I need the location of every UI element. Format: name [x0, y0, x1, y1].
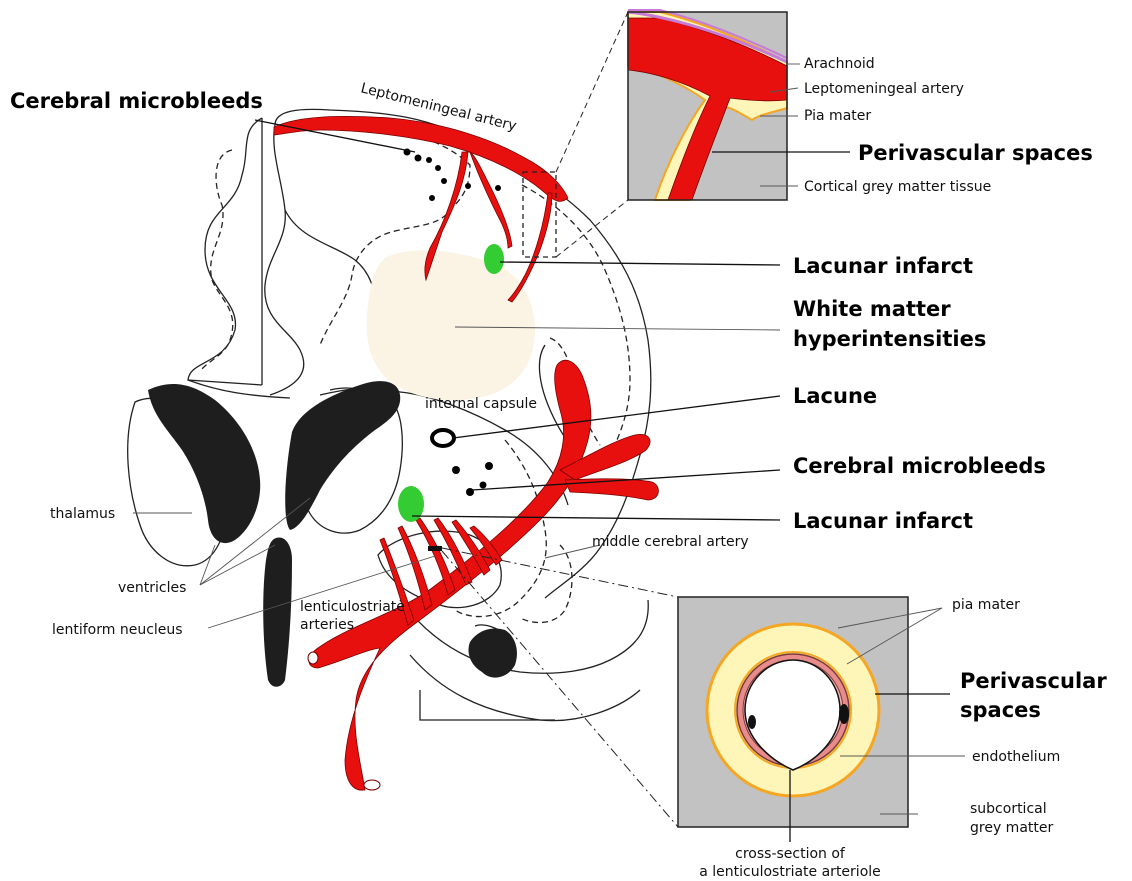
label-internal-capsule: internal capsule: [425, 396, 537, 412]
lacune: [432, 430, 454, 446]
label-inset-pia-mater: Pia mater: [804, 108, 871, 124]
label-inset-perivascular-spaces: Perivascular spaces: [858, 141, 1093, 165]
label-lenticulostriate-line1: lenticulostriate: [300, 599, 405, 615]
label-thalamus: thalamus: [50, 506, 115, 522]
label-lenticulostriate-line2: arteries: [300, 617, 354, 633]
label-inset-bottom-subcortical-line1: subcortical: [970, 801, 1047, 817]
label-inset-arachnoid: Arachnoid: [804, 56, 875, 72]
label-inset-bottom-pia-mater: pia mater: [952, 597, 1020, 613]
label-white-matter-line1: White matter: [793, 297, 951, 321]
white-matter-hyperintensity-region: [367, 250, 535, 400]
label-white-matter-line2: hyperintensities: [793, 327, 986, 351]
label-inset-bottom-perivascular-line2: spaces: [960, 698, 1041, 722]
label-ventricles: ventricles: [118, 580, 186, 596]
label-inset-cortical-grey-matter: Cortical grey matter tissue: [804, 179, 991, 195]
lacunar-infarct-top: [484, 244, 504, 274]
label-middle-cerebral-artery: middle cerebral artery: [592, 534, 749, 550]
label-cerebral-microbleeds-bottom: Cerebral microbleeds: [793, 454, 1046, 478]
right-lateral-ventricle: [285, 381, 400, 530]
label-inset-bottom-subcortical-line2: grey matter: [970, 820, 1053, 836]
label-lacunar-infarct-top: Lacunar infarct: [793, 254, 973, 278]
lenticulostriate-cut-marker: [428, 546, 442, 551]
label-inset-leptomeningeal-artery: Leptomeningeal artery: [804, 81, 964, 97]
label-inset-bottom-endothelium: endothelium: [972, 749, 1060, 765]
label-inset-bottom-cross-section-line2: a lenticulostriate arteriole: [699, 864, 881, 880]
label-cerebral-microbleeds-top: Cerebral microbleeds: [10, 89, 263, 113]
label-inset-bottom-cross-section-line1: cross-section of: [735, 846, 846, 862]
third-ventricle: [263, 537, 292, 686]
microbleeds-deep: [452, 462, 493, 496]
inset-cortex: [628, 10, 787, 200]
temporal-horn: [469, 629, 517, 678]
label-lentiform-nucleus: lentiform neucleus: [52, 622, 183, 638]
label-lacunar-infarct-bottom: Lacunar infarct: [793, 509, 973, 533]
label-inset-bottom-perivascular-line1: Perivascular: [960, 669, 1107, 693]
inset-cross-section: [678, 597, 908, 827]
left-lateral-ventricle: [148, 384, 260, 543]
label-lacune: Lacune: [793, 384, 877, 408]
